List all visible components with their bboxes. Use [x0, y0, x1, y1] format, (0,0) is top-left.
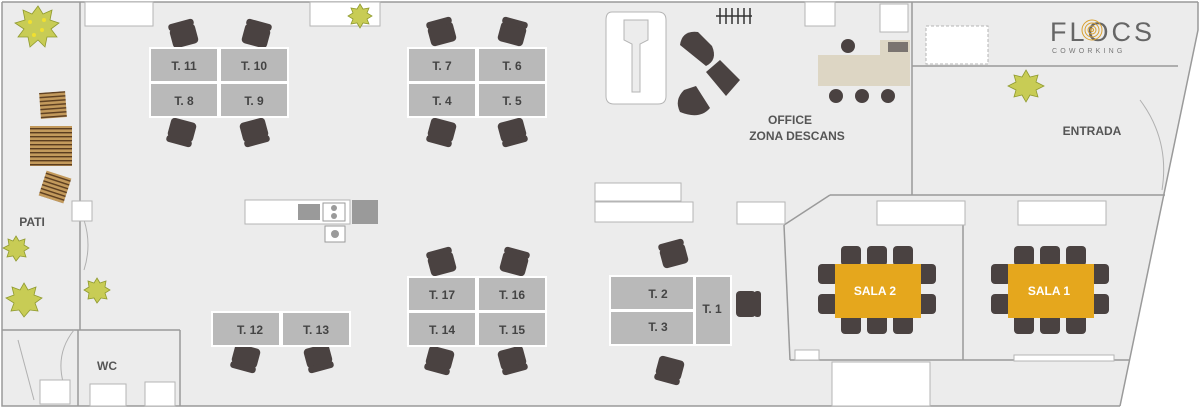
table-label: T. 16	[499, 288, 525, 302]
office-bar	[818, 39, 910, 103]
table-label: T. 15	[499, 323, 525, 337]
table-label: T. 1	[702, 302, 722, 316]
flocs-logo: FLOCS COWORKING	[1050, 17, 1155, 55]
patio-label: PATI	[19, 215, 45, 229]
desk-block-b	[407, 47, 547, 118]
plants	[2, 3, 1045, 318]
desk-block-d	[211, 311, 351, 347]
table-label: T. 13	[303, 323, 329, 337]
meeting-room-label: SALA 1	[1028, 284, 1071, 298]
table-label: T. 2	[648, 287, 668, 301]
table-label: T. 3	[648, 320, 668, 334]
office-label: OFFICE	[768, 113, 812, 127]
table-label: T. 11	[171, 59, 197, 73]
patio-decking	[30, 91, 72, 204]
meeting-room-1	[991, 246, 1109, 334]
table-label: T. 7	[432, 59, 452, 73]
desk-block-a	[149, 47, 289, 118]
wc-label: WC	[97, 359, 117, 373]
desk-block-e	[609, 275, 732, 346]
kitchen-counter	[244, 199, 378, 243]
table-label: T. 4	[432, 94, 452, 108]
logo-subtitle: COWORKING	[1052, 48, 1126, 55]
table-label: T. 10	[241, 59, 267, 73]
entrance-label: ENTRADA	[1063, 124, 1122, 138]
table-label: T. 12	[237, 323, 263, 337]
table-label: T. 14	[429, 323, 455, 337]
table-label: T. 5	[502, 94, 522, 108]
logo-title: FLOCS	[1050, 17, 1155, 47]
lounge-sofa	[605, 8, 752, 116]
office-sublabel: ZONA DESCANS	[749, 129, 845, 143]
desk-block-c	[407, 276, 547, 347]
furniture-blocks	[39, 1, 1115, 407]
meeting-room-2	[818, 246, 936, 334]
table-label: T. 6	[502, 59, 522, 73]
table-label: T. 17	[429, 288, 455, 302]
table-label: T. 9	[244, 94, 264, 108]
meeting-room-label: SALA 2	[854, 284, 897, 298]
table-labels: T. 11 T. 10 T. 8 T. 9 T. 7 T. 6 T. 4 T. …	[171, 59, 722, 337]
table-label: T. 8	[174, 94, 194, 108]
